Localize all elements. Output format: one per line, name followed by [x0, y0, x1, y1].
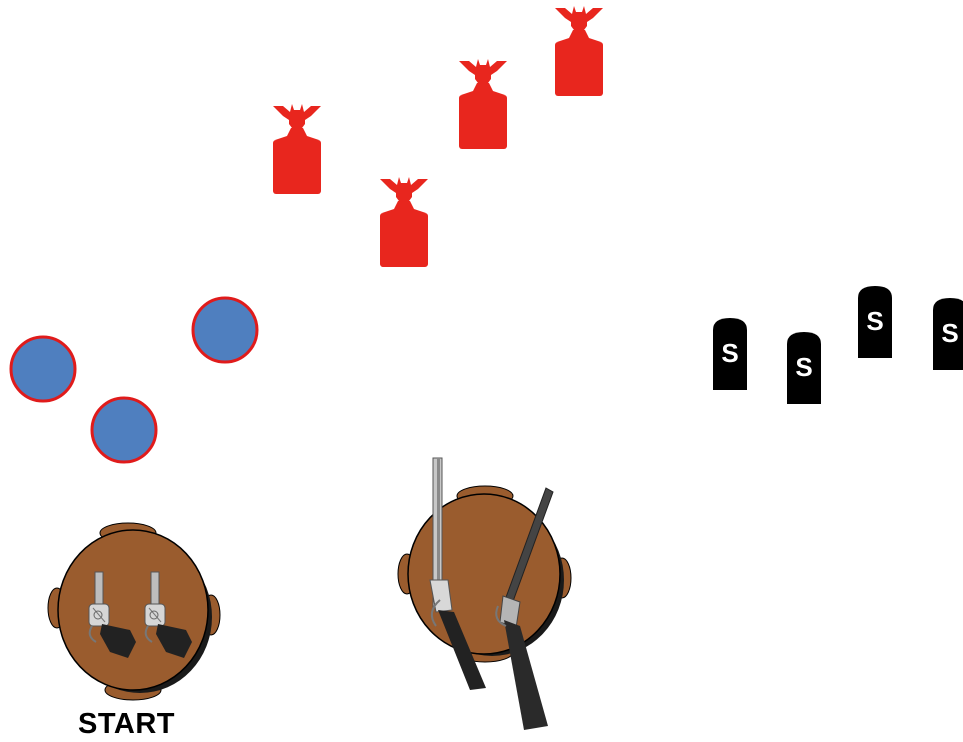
cowboy-target-4 — [555, 6, 603, 96]
tombstone-icon — [713, 318, 747, 390]
cowboy-target-1 — [273, 104, 321, 194]
cowboy-target-2 — [380, 177, 428, 267]
cowboy-targets — [273, 6, 603, 267]
cowboy-target-3 — [459, 59, 507, 149]
start-label: START — [78, 708, 175, 741]
tombstone-icon — [787, 332, 821, 404]
shotgun-knockdowns — [713, 286, 963, 404]
tombstone-icon — [858, 286, 892, 358]
steel-plate-1 — [193, 298, 257, 362]
tombstone-icon — [933, 298, 963, 370]
long-gun-table — [398, 458, 571, 730]
steel-plates — [11, 298, 257, 462]
steel-plate-2 — [11, 337, 75, 401]
start-table — [48, 523, 220, 700]
steel-plate-3 — [92, 398, 156, 462]
